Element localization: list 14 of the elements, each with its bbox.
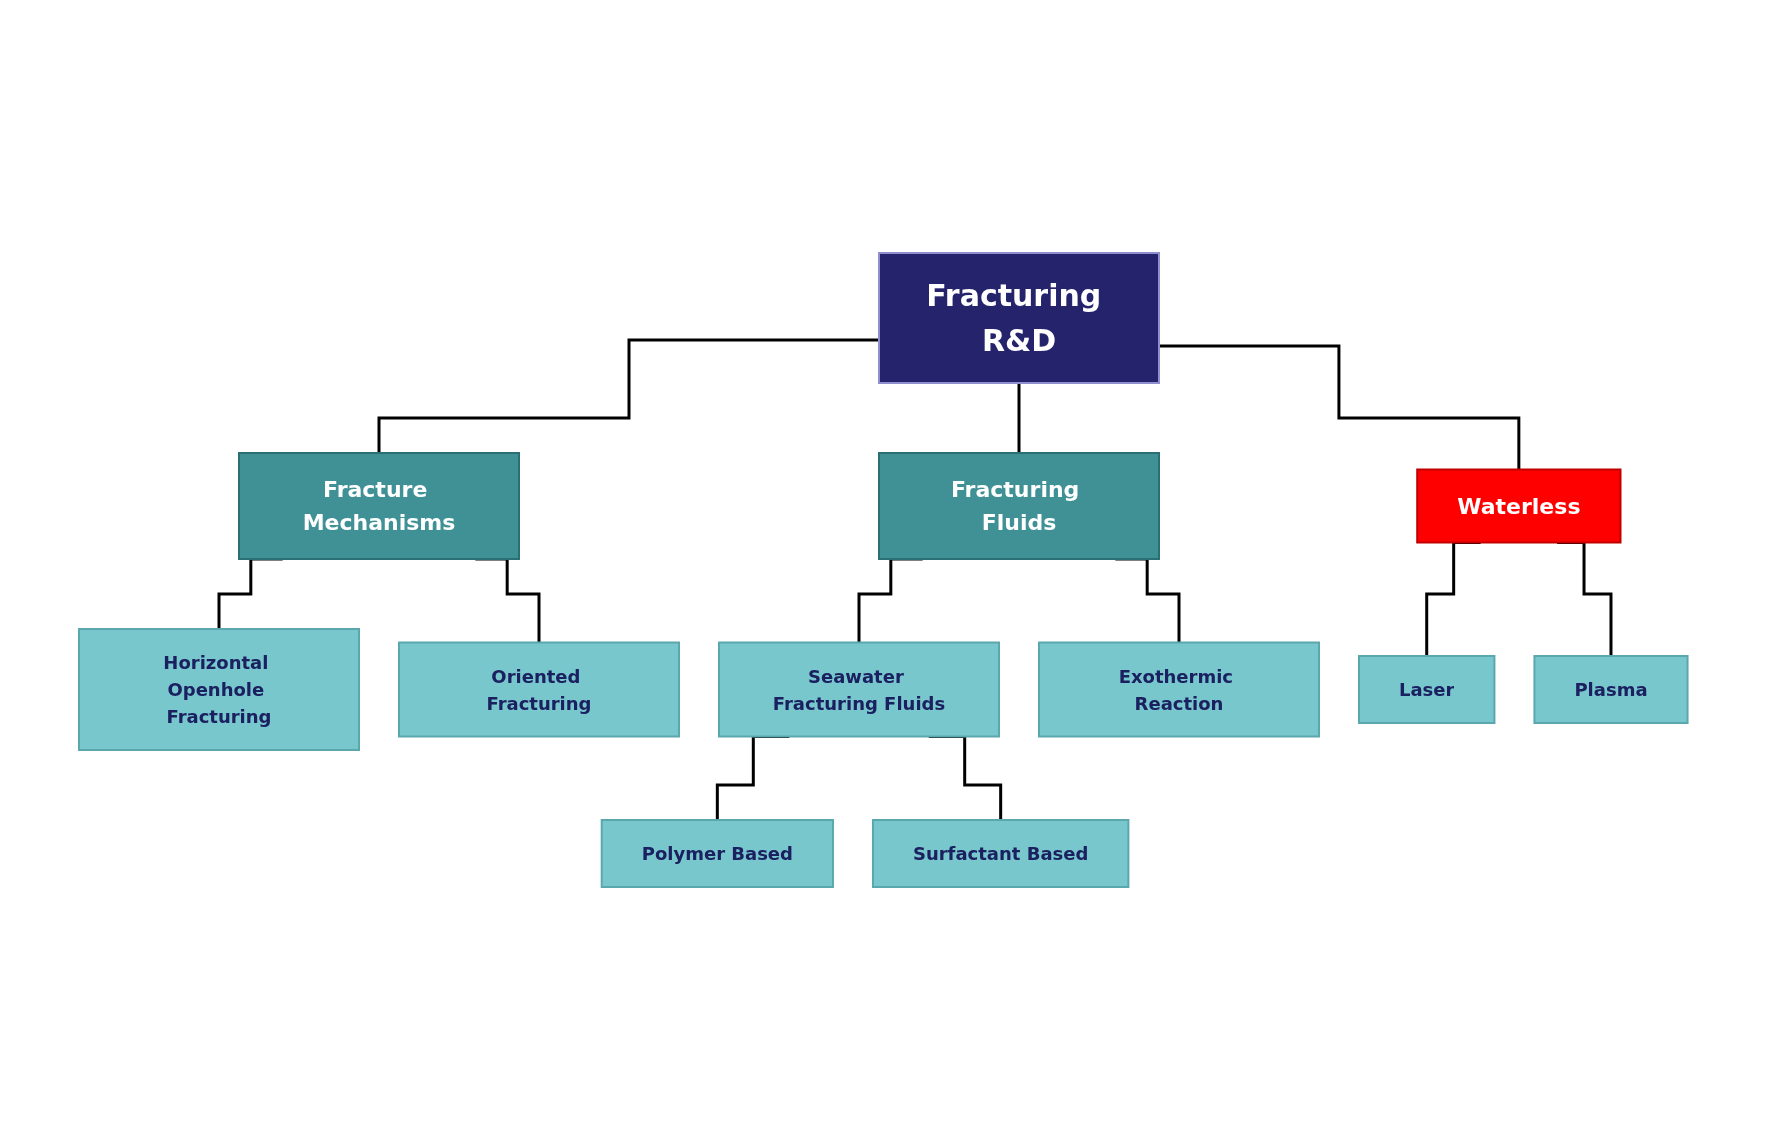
node-box: Fracturing R&D (877, 252, 1160, 384)
node-box: Waterless (1415, 468, 1622, 544)
node-box: Exothermic Reaction (1037, 641, 1320, 738)
node-box: Fracturing Fluids (877, 452, 1160, 560)
node-box: Oriented Fracturing (397, 641, 680, 738)
node-box: Plasma (1533, 655, 1689, 724)
node-box: Surfactant Based (871, 819, 1130, 888)
node-box: Seawater Fracturing Fluids (717, 641, 1000, 738)
node-box: Polymer Based (600, 819, 834, 888)
connector (1158, 344, 1521, 471)
connector (377, 338, 879, 455)
node-box: Horizontal Openhole Fracturing (77, 628, 360, 751)
node-box: Fracture Mechanisms (237, 452, 520, 560)
node-box: Laser (1357, 655, 1496, 724)
